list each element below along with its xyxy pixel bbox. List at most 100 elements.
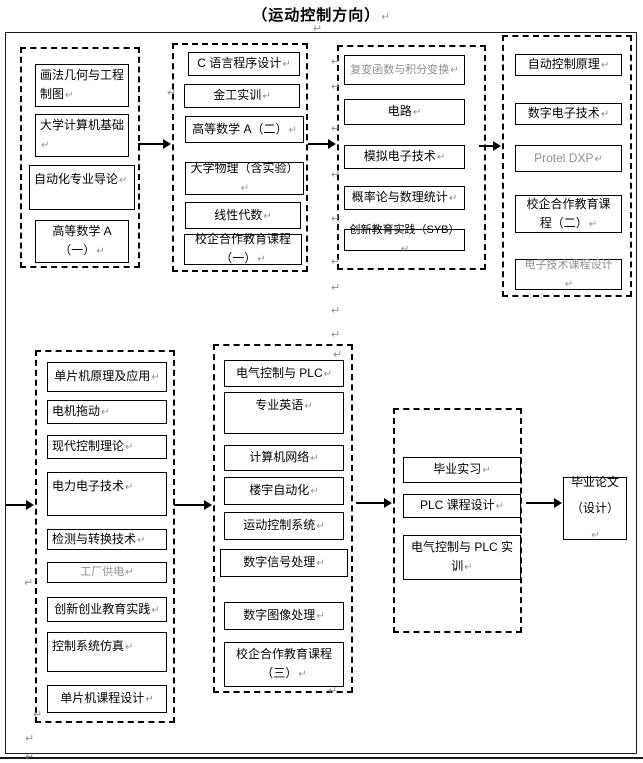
course-box: Protel DXP↵ xyxy=(515,145,622,172)
paragraph-mark: ↵ xyxy=(304,401,313,412)
course-group-1: 画法几何与工程制图↵ 大学计算机基础↵ 自动化专业导论↵ 高等数学 A （一）↵ xyxy=(20,47,140,268)
course-label: 毕业实习↵ xyxy=(433,462,491,476)
paragraph-mark: ↵ xyxy=(25,751,35,763)
paragraph-mark: ↵ xyxy=(436,152,446,163)
course-label: 电子技术课程设计↵ xyxy=(524,258,613,290)
course-box: 电子技术课程设计↵ xyxy=(515,259,622,290)
paragraph-mark: ↵ xyxy=(65,90,74,101)
paragraph-mark: ↵ xyxy=(24,577,34,589)
course-box: 自动化专业导论↵ xyxy=(29,165,135,210)
paragraph-mark: ↵ xyxy=(450,64,459,76)
course-group-7: 毕业实习↵ PLC 课程设计↵ 电气控制与 PLC 实 训↵ xyxy=(393,408,522,633)
course-box: 专业英语↵ xyxy=(224,392,344,434)
paragraph-mark: ↵ xyxy=(282,59,291,70)
course-box: 校企合作教育课程 （三）↵ xyxy=(224,642,344,687)
course-box: 高等数学 A（二）↵ xyxy=(185,116,304,143)
course-box: 校企合作教育课 程（二）↵ xyxy=(515,195,622,233)
paragraph-mark: ↵ xyxy=(316,611,325,622)
paragraph-mark: ↵ xyxy=(145,694,154,705)
course-label: 概率论与数理统计↵ xyxy=(351,190,458,204)
paragraph-mark: ↵ xyxy=(588,218,598,230)
paragraph-mark: ↵ xyxy=(482,465,491,476)
paragraph-mark: ↵ xyxy=(328,685,338,697)
course-box: 电力电子技术↵ xyxy=(47,472,167,516)
course-box: 概率论与数理统计↵ xyxy=(344,186,465,210)
paragraph-mark: ↵ xyxy=(125,567,134,578)
paragraph-mark: ↵ xyxy=(151,604,160,616)
paragraph-mark: ↵ xyxy=(331,123,341,135)
paragraph-mark: ↵ xyxy=(41,140,50,151)
course-label: 大学计算机基础↵ xyxy=(40,118,125,151)
course-label: 电路↵ xyxy=(387,104,422,118)
course-label: 模拟电子技术↵ xyxy=(363,149,446,163)
course-label: 金工实训↵ xyxy=(213,88,271,102)
paragraph-mark: ↵ xyxy=(464,562,473,573)
course-box: 高等数学 A （一）↵ xyxy=(35,220,129,263)
paragraph-mark: ↵ xyxy=(448,193,458,204)
course-box: 电机拖动↵ xyxy=(47,400,167,424)
course-box: 创新教育实践（SYB）↵ xyxy=(344,224,465,255)
course-box: 自动控制原理↵ xyxy=(515,54,622,76)
paragraph-mark: ↵ xyxy=(331,256,341,268)
course-box: 复变函数与积分变换↵ xyxy=(344,55,465,85)
course-box: 运动控制系统↵ xyxy=(224,512,344,540)
course-box: 毕业实习↵ xyxy=(403,457,521,483)
paragraph-mark: ↵ xyxy=(400,244,410,255)
flow-arrow xyxy=(356,498,392,508)
course-box: 楼宇自动化↵ xyxy=(224,477,344,505)
course-box: 数字图像处理↵ xyxy=(224,602,344,630)
course-box: 毕业论文 （设计）↵ xyxy=(563,475,627,541)
course-label: 工厂供电↵ xyxy=(80,566,134,578)
course-label: 画法几何与工程制图↵ xyxy=(40,68,125,101)
course-label: 校企合作教育课程 （一）↵ xyxy=(194,232,291,265)
course-label: 高等数学 A（二）↵ xyxy=(192,121,297,136)
course-box: 画法几何与工程制图↵ xyxy=(35,64,129,107)
course-label: 运动控制系统↵ xyxy=(243,518,325,532)
course-label: PLC 课程设计↵ xyxy=(419,498,505,512)
paragraph-mark: ↵ xyxy=(310,453,319,464)
paragraph-mark: ↵ xyxy=(381,12,391,23)
course-label: 专业英语↵ xyxy=(255,398,313,412)
course-box: 单片机课程设计↵ xyxy=(47,685,167,713)
course-box: 大学计算机基础↵ xyxy=(35,114,129,157)
course-label: 数字图像处理↵ xyxy=(243,608,325,622)
course-box: 控制系统仿真↵ xyxy=(47,632,167,672)
course-label: 电机拖动↵ xyxy=(52,404,110,418)
paragraph-mark: ↵ xyxy=(331,56,341,68)
course-label: 创新创业教育实践↵ xyxy=(54,601,160,616)
course-box: C 语言程序设计↵ xyxy=(188,52,300,76)
course-label: 高等数学 A （一）↵ xyxy=(52,224,112,257)
thesis-box-container: 毕业论文 （设计）↵ xyxy=(563,475,627,541)
flow-arrow xyxy=(308,139,336,149)
paragraph-mark: ↵ xyxy=(495,501,505,512)
course-label: 单片机课程设计↵ xyxy=(60,691,154,705)
paragraph-mark: ↵ xyxy=(240,183,250,194)
course-label: 自动化专业导论↵ xyxy=(34,172,128,186)
paragraph-mark: ↵ xyxy=(591,529,600,541)
paragraph-mark: ↵ xyxy=(331,169,341,181)
course-box: PLC 课程设计↵ xyxy=(403,494,521,518)
course-label: 电力电子技术↵ xyxy=(52,479,134,493)
course-box: 数字信号处理↵ xyxy=(220,549,348,577)
paragraph-mark: ↵ xyxy=(331,81,341,93)
paragraph-mark: ↵ xyxy=(125,442,134,453)
course-label: 线性代数↵ xyxy=(214,207,272,222)
course-label: 检测与转换技术↵ xyxy=(52,531,146,546)
paragraph-mark: ↵ xyxy=(262,91,271,102)
course-label: 电气控制与 PLC 实 训↵ xyxy=(410,540,513,573)
flow-arrow xyxy=(6,500,34,510)
paragraph-mark: ↵ xyxy=(600,60,610,71)
course-label: 大学物理（含实验）↵ xyxy=(190,161,299,194)
course-group-2: C 语言程序设计↵ 金工实训↵ 高等数学 A（二）↵ 大学物理（含实验）↵ 线性代数↵ 校… xyxy=(172,43,308,272)
course-box: 工厂供电↵ xyxy=(47,562,167,583)
paragraph-mark: ↵ xyxy=(600,109,610,120)
course-label: 数字电子技术↵ xyxy=(527,106,610,120)
course-group-3: 复变函数与积分变换↵ 电路↵ 模拟电子技术↵ 概率论与数理统计↵ 创新教育实践（SYB）… xyxy=(337,45,486,270)
paragraph-mark: ↵ xyxy=(331,282,341,294)
flow-arrow xyxy=(174,500,212,510)
course-box: 大学物理（含实验）↵ xyxy=(185,161,304,195)
course-box: 创新创业教育实践↵ xyxy=(47,597,167,622)
paragraph-mark: ↵ xyxy=(151,372,160,383)
paragraph-mark: ↵ xyxy=(316,521,325,532)
course-label: 控制系统仿真↵ xyxy=(52,639,134,653)
